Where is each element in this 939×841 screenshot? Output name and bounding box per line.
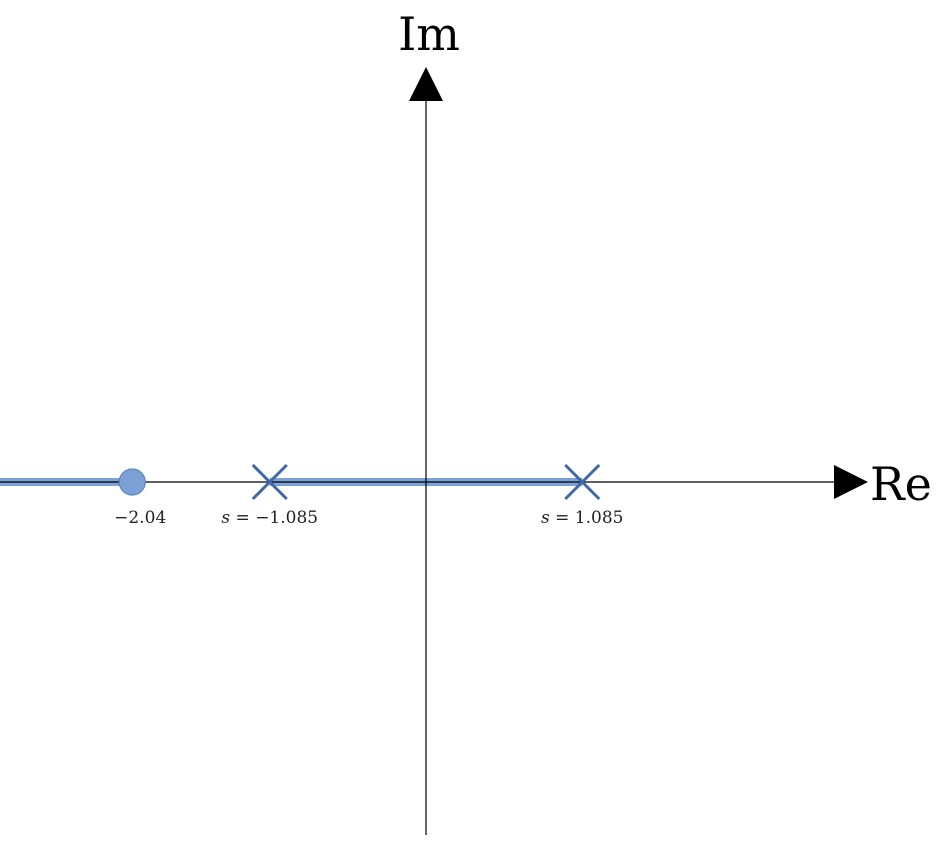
pole-label-value: = 1.085 [550,508,624,528]
real-axis-label: Re [870,457,932,511]
pole-cross-stroke [251,463,288,501]
pole-marker-left [251,463,288,501]
imaginary-axis-label: Im [398,7,460,61]
pole-label-right: s = 1.085 [541,508,623,528]
pole-label-variable: s [541,508,550,528]
real-axis-arrowhead [834,465,868,499]
pole-label-value: = −1.085 [230,508,318,528]
zero-marker [118,468,146,496]
pole-cross-stroke [564,463,601,501]
imaginary-axis-arrowhead [409,67,443,101]
pole-marker-right [564,463,601,501]
pole-label-variable: s [221,508,230,528]
zero-label: −2.04 [114,508,166,528]
pole-label-left: s = −1.085 [221,508,318,528]
